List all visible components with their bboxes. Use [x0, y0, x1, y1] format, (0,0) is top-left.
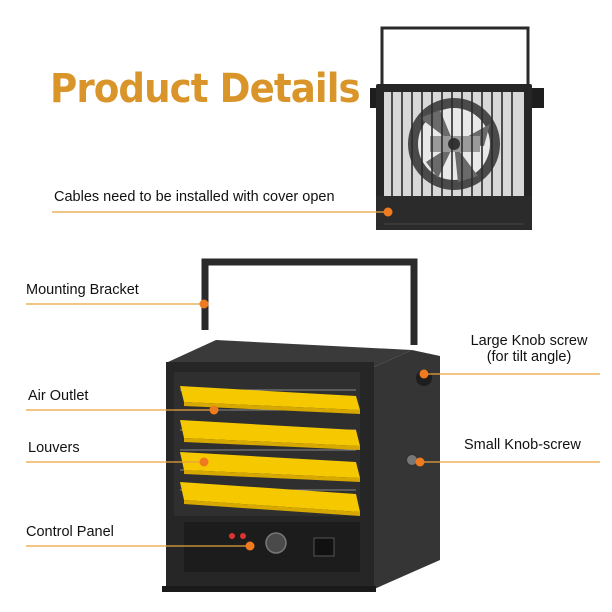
leader-lines	[26, 211, 600, 547]
cables-label: Cables need to be installed with cover o…	[54, 189, 335, 205]
heater-front-view	[162, 258, 440, 592]
page-title: Product Details	[50, 66, 361, 112]
large-knob-label: Large Knob screw (for tilt angle)	[464, 333, 594, 365]
heater-back-view	[370, 26, 544, 230]
large-knob-label-line1: Large Knob screw	[470, 333, 588, 349]
small-knob-label: Small Knob-screw	[464, 437, 581, 453]
control-panel-label: Control Panel	[26, 524, 114, 540]
mounting-bracket-label: Mounting Bracket	[26, 282, 139, 298]
air-outlet-label: Air Outlet	[28, 388, 89, 404]
callout-dots	[199, 207, 429, 551]
large-knob-label-line2: (for tilt angle)	[486, 349, 572, 365]
louvers-label: Louvers	[28, 440, 80, 456]
